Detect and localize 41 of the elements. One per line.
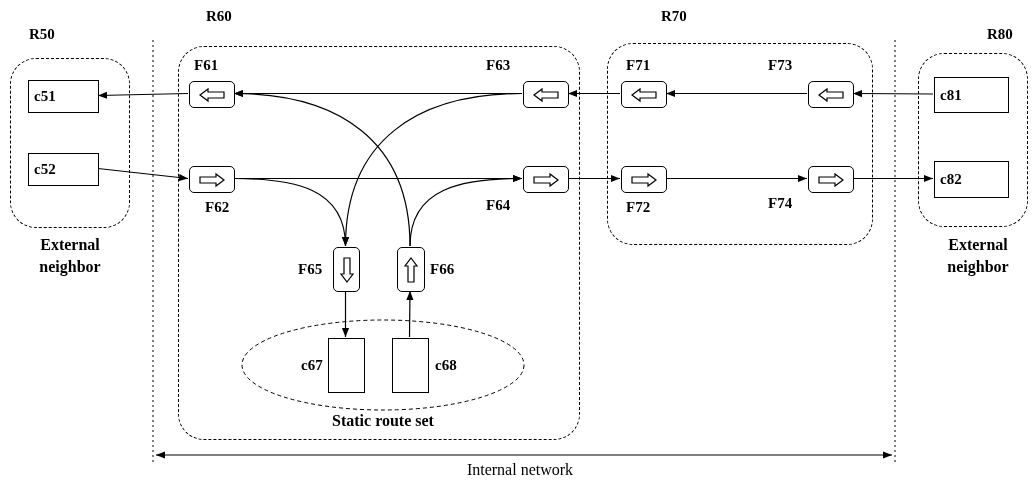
arrow: [567, 89, 621, 98]
arrow: [341, 290, 350, 338]
node-label: c52: [34, 162, 56, 177]
filter-label: F65: [298, 262, 323, 277]
filter-label: F63: [486, 58, 511, 73]
node-label: c81: [940, 87, 962, 103]
region-label: R60: [206, 9, 232, 24]
dimension-label: Internal network: [465, 462, 575, 478]
arrow: [852, 89, 934, 98]
arrow: [665, 174, 808, 183]
region-label: R80: [987, 27, 1013, 42]
arrow: [665, 89, 808, 98]
arrow: [409, 175, 523, 247]
node-label: c51: [34, 89, 56, 104]
arrow: [233, 90, 411, 247]
caption-text: External neighbor: [38, 235, 102, 278]
filter-label: F66: [430, 262, 455, 277]
group-label: Static route set: [331, 413, 435, 429]
filter-label: F64: [486, 198, 511, 213]
filter-label: F61: [194, 58, 219, 73]
node-label: c67: [301, 358, 323, 373]
caption-text: External neighbor: [946, 235, 1010, 278]
node-box: [28, 80, 99, 113]
arrow: [852, 174, 934, 183]
filter-label: F62: [205, 200, 230, 215]
filter-label: F74: [768, 196, 793, 211]
arrow: [406, 290, 414, 338]
filter-label: F73: [768, 58, 793, 73]
node-box: [934, 161, 1009, 198]
node-label: c68: [435, 358, 457, 373]
filter-label: F71: [626, 58, 651, 73]
arrow: [342, 92, 523, 247]
region-label: R70: [661, 9, 687, 24]
arrow: [97, 167, 189, 182]
node-label: c82: [940, 172, 962, 187]
region-label: R50: [29, 27, 55, 42]
filter-label: F72: [626, 200, 651, 215]
node-box: [28, 153, 99, 186]
arrow: [567, 174, 621, 183]
node-box: [934, 77, 1009, 113]
arrow: [97, 91, 189, 99]
